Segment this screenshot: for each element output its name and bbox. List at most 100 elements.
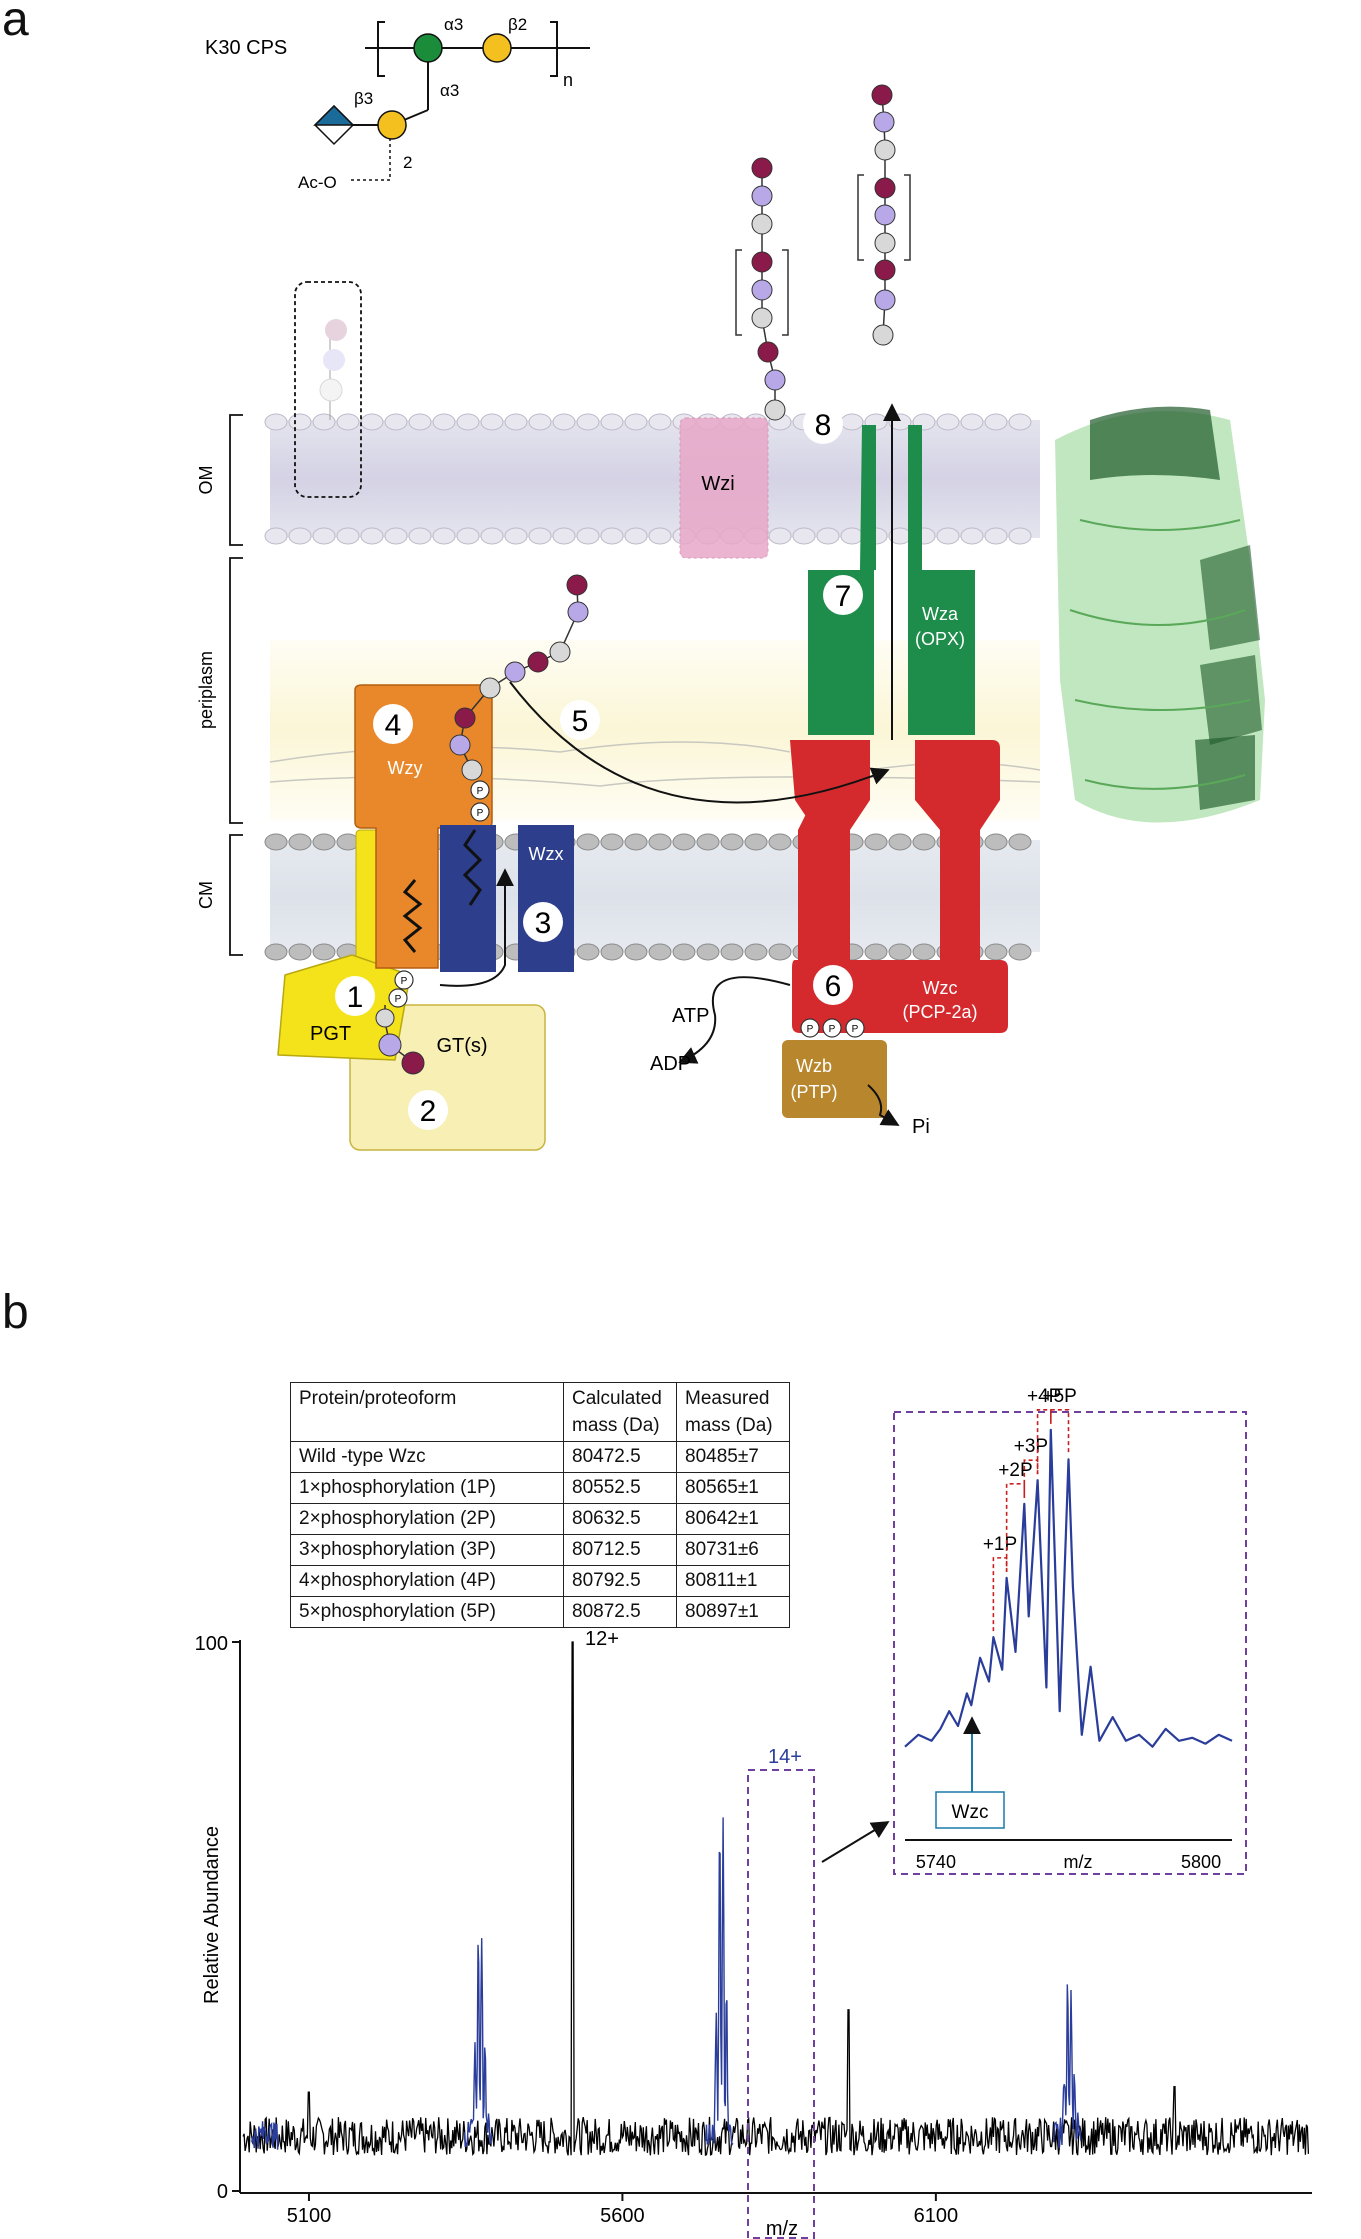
panel-b: 100 0 Relative Abundance 5100 5600 6100 m/… <box>195 1386 1312 2239</box>
sugar-icon <box>874 259 896 281</box>
sugar-icon <box>873 111 895 133</box>
wzb-protein: Wzb (PTP) <box>782 1040 900 1126</box>
step-number: 1 <box>347 981 364 1014</box>
step-circle-icon <box>408 1090 448 1130</box>
sugar-icon <box>504 661 526 683</box>
step-number: 6 <box>825 970 842 1003</box>
faded-chain <box>319 319 347 420</box>
step-number: 7 <box>835 580 852 613</box>
charge-14-label: 14+ <box>768 1746 802 1768</box>
step-number: 3 <box>535 907 552 940</box>
pgt-protein: PGT <box>277 829 411 1061</box>
link-b2: β2 <box>508 15 527 34</box>
cm-label: CM <box>196 881 216 909</box>
sugar-icon <box>375 1008 395 1028</box>
sugar-icon <box>764 369 786 391</box>
panel-b-letter: b <box>2 1286 29 1339</box>
phosphate-label: P <box>401 976 408 987</box>
mass-shift-bracket <box>1050 1409 1070 1454</box>
step-number: 2 <box>420 1095 437 1128</box>
pos-2: 2 <box>403 153 412 172</box>
y-tick-0: 0 <box>217 2181 228 2203</box>
phosphate-label: P <box>395 994 402 1005</box>
phosphate-icon <box>388 988 408 1008</box>
inset-wzc-label: Wzc <box>952 1802 989 1823</box>
wza-label-2: (OPX) <box>915 629 965 649</box>
phosphate-label: P <box>807 1024 814 1035</box>
wza-label-1: Wza <box>922 604 959 624</box>
adp-label: ADP <box>650 1053 691 1075</box>
charge-12-label: 12+ <box>585 1628 619 1650</box>
phosphate-icon <box>394 970 414 990</box>
x-axis-title: m/z <box>766 2218 798 2239</box>
step-number: 5 <box>572 705 589 738</box>
inset-peak-label: +1P <box>983 1534 1017 1555</box>
wzx-protein: Wzx <box>439 825 574 987</box>
sugar-icon <box>378 1033 402 1057</box>
phosphate-label: P <box>829 1024 836 1035</box>
glca-diamond-icon <box>313 104 355 146</box>
step-circle-icon <box>823 575 863 615</box>
pgt-label: PGT <box>310 1023 351 1045</box>
y-tick-100: 100 <box>195 1633 228 1655</box>
step-circle-icon <box>335 976 375 1016</box>
faded-chain-box <box>294 281 362 498</box>
sugar-icon <box>757 341 779 363</box>
x-tick-label: 6100 <box>914 2205 959 2227</box>
mass-spectrum <box>242 1641 1310 2157</box>
step-circle-icon <box>560 700 600 740</box>
x-tick-label: 5100 <box>287 2205 332 2227</box>
sugar-icon <box>751 157 773 179</box>
isotope-cluster <box>705 1817 734 2147</box>
wzc-label-1: Wzc <box>923 978 958 998</box>
glc-green-icon <box>413 33 443 63</box>
sugar-chains <box>375 84 911 1075</box>
phosphate-icon <box>822 1018 842 1038</box>
wzy-protein: Wzy <box>354 684 493 969</box>
sugar-icon <box>567 601 589 623</box>
inset-peak-label: +4P <box>1027 1386 1061 1407</box>
atp-arrow <box>678 976 791 1064</box>
gal-yellow-icon <box>482 33 512 63</box>
phosphate-icon <box>470 780 490 800</box>
sugar-icon <box>751 213 773 235</box>
sugar-icon <box>874 232 896 254</box>
sugar-icon <box>479 677 501 699</box>
sugar-icon <box>872 324 894 346</box>
y-axis-title: Relative Abundance <box>201 1826 223 2004</box>
sugar-icon <box>454 707 476 729</box>
repeat-n: n <box>563 70 573 90</box>
transport-arrow <box>509 681 890 804</box>
membrane-brackets <box>229 414 243 956</box>
gts-label: GT(s) <box>436 1035 487 1057</box>
step-circle-icon <box>373 704 413 744</box>
col-header-proteoform: Protein/proteoform <box>290 1382 564 1442</box>
sugar-icon <box>566 574 588 596</box>
wzb-label-2: (PTP) <box>791 1082 838 1102</box>
sugar-icon <box>874 177 896 199</box>
sugar-icon <box>527 651 549 673</box>
sugar-icon <box>874 139 896 161</box>
cps-title: K30 CPS <box>205 37 287 59</box>
inset-x-tick-label: 5740 <box>916 1852 956 1872</box>
link-a3-side: α3 <box>440 81 459 100</box>
inset-peak-label: +3P <box>1014 1436 1048 1457</box>
periplasm-label: periplasm <box>196 651 216 729</box>
panel-a: K30 CPS n α3 β2 α3 β3 2 Ac-O <box>196 15 1265 1151</box>
inset-peak-label: +5P <box>1042 1386 1076 1407</box>
isotope-cluster <box>463 1938 493 2147</box>
x-tick-label: 5600 <box>600 2205 645 2227</box>
sugar-icon <box>871 84 893 106</box>
mass-shift-bracket <box>1036 1409 1052 1475</box>
wzi-protein: Wzi <box>679 417 769 559</box>
isotope-cluster <box>1053 1984 1082 2149</box>
